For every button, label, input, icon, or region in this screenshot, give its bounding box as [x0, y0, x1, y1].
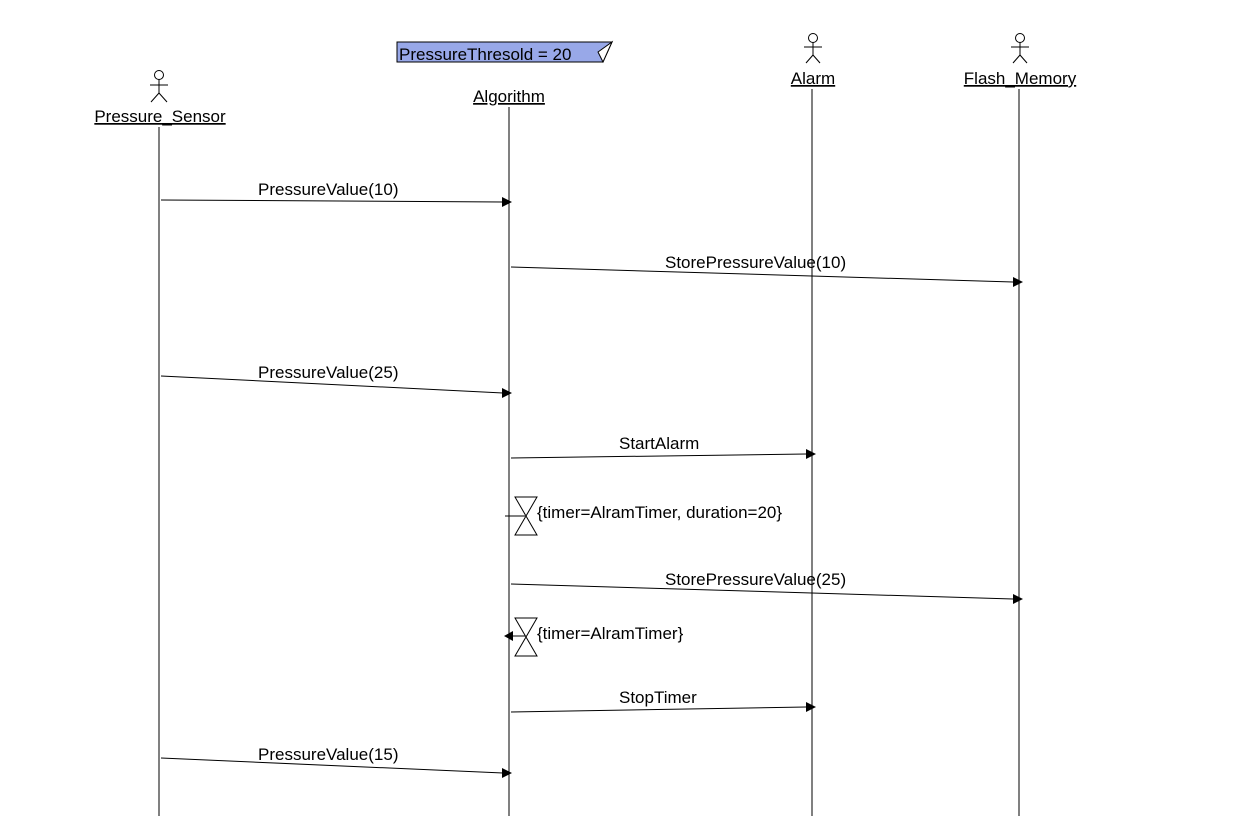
message-label: StorePressureValue(10) — [665, 253, 846, 272]
note-text: PressureThresold = 20 — [399, 45, 571, 64]
timer-expire[interactable]: {timer=AlramTimer} — [504, 617, 684, 657]
timer-label: {timer=AlramTimer} — [537, 624, 684, 643]
note-fold-icon — [597, 40, 614, 64]
message-stop-timer[interactable]: StopTimer — [510, 688, 816, 713]
message-line — [510, 453, 807, 459]
message-label: StopTimer — [619, 688, 697, 707]
message-store-pressure-value-10[interactable]: StorePressureValue(10) — [510, 253, 1023, 287]
participant-name: Pressure_Sensor — [94, 107, 226, 126]
message-line — [510, 706, 807, 713]
timer-label: {timer=AlramTimer, duration=20} — [537, 503, 782, 522]
message-line — [510, 583, 1014, 600]
arrowhead — [1013, 277, 1023, 287]
hourglass-icon — [514, 617, 538, 657]
timer-start[interactable]: {timer=AlramTimer, duration=20} — [505, 496, 782, 536]
message-line — [160, 757, 504, 774]
hourglass-icon — [514, 496, 538, 536]
arrowhead — [806, 702, 816, 712]
message-pressure-value-25[interactable]: PressureValue(25) — [160, 363, 512, 398]
participant-name: Algorithm — [473, 87, 545, 106]
message-label: PressureValue(25) — [258, 363, 398, 382]
message-store-pressure-value-25[interactable]: StorePressureValue(25) — [510, 570, 1023, 604]
arrowhead — [502, 197, 512, 207]
actor-icon — [1011, 33, 1029, 64]
participant-pressure-sensor[interactable]: Pressure_Sensor — [94, 70, 226, 816]
participant-name: Alarm — [791, 69, 835, 88]
participant-alarm[interactable]: Alarm — [791, 33, 835, 816]
arrowhead — [806, 449, 816, 459]
message-line — [510, 266, 1014, 283]
message-label: StartAlarm — [619, 434, 699, 453]
message-label: StorePressureValue(25) — [665, 570, 846, 589]
message-line — [160, 375, 504, 394]
actor-icon — [804, 33, 822, 64]
message-start-alarm[interactable]: StartAlarm — [510, 434, 816, 459]
participant-name: Flash_Memory — [964, 69, 1077, 88]
arrowhead — [1013, 594, 1023, 604]
message-line — [160, 199, 504, 203]
participant-flash-memory[interactable]: Flash_Memory — [964, 33, 1077, 816]
threshold-note[interactable]: PressureThresold = 20 — [396, 40, 614, 64]
arrowhead — [502, 388, 512, 398]
arrowhead — [504, 631, 513, 641]
message-label: PressureValue(10) — [258, 180, 398, 199]
message-pressure-value-15[interactable]: PressureValue(15) — [160, 745, 512, 778]
participant-algorithm[interactable]: Algorithm — [473, 87, 545, 816]
message-label: PressureValue(15) — [258, 745, 398, 764]
message-pressure-value-10[interactable]: PressureValue(10) — [160, 180, 512, 207]
arrowhead — [502, 768, 512, 778]
actor-icon — [150, 70, 168, 103]
